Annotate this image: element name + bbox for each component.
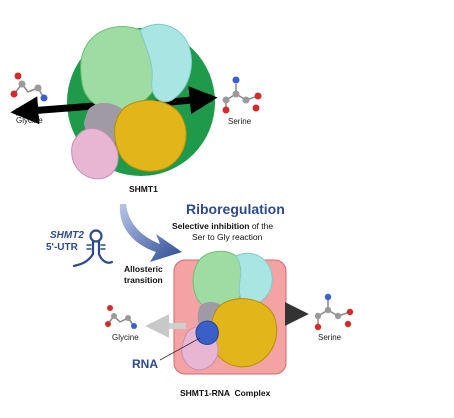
allosteric-label-line1: Allosteric: [124, 264, 163, 274]
rna-hairpin-icon: [72, 229, 114, 268]
transition-arrow: [119, 204, 182, 262]
shmt2-gene-label: SHMT2: [50, 230, 84, 241]
utr-label: 5'-UTR: [46, 242, 79, 253]
glycine-label-bottom: Glycine: [112, 333, 139, 342]
serine-label-bottom: Serine: [318, 333, 342, 342]
glycine-label-top: Glycine: [16, 116, 43, 125]
allosteric-label-line2: transition: [124, 275, 163, 285]
complex-label: SHMT1-RNA Complex: [180, 388, 271, 398]
shmt1-structure: [71, 23, 192, 180]
gold-domain: [114, 99, 187, 172]
regulation-section: Riboregulation Selective inhibition of t…: [46, 201, 285, 285]
rna-blob: [195, 320, 219, 345]
shmt1-rna-structure: [181, 250, 278, 371]
serine-molecule-top: [222, 76, 262, 114]
rna-pointer: [159, 337, 201, 361]
regulation-description-line1: Selective inhibition of the: [172, 221, 273, 231]
cyan-domain: [139, 23, 192, 103]
pink-domain: [71, 128, 119, 180]
glycine-molecule-top: [10, 72, 48, 102]
rna-label: RNA: [132, 357, 158, 371]
glycine-molecule-bottom: [105, 305, 137, 329]
serine-molecule-bottom: [314, 293, 354, 331]
mint-domain: [80, 26, 159, 111]
top-panel: Glycine Serine SHMT1: [10, 23, 262, 194]
shmt1-label: SHMT1: [129, 184, 158, 194]
riboregulation-title: Riboregulation: [186, 201, 285, 217]
bottom-panel: Glycine Serine RNA SHMT1-RNA Complex: [105, 250, 354, 398]
serine-label-top: Serine: [228, 117, 252, 126]
regulation-description-line2: Ser to Gly reaction: [192, 232, 263, 242]
